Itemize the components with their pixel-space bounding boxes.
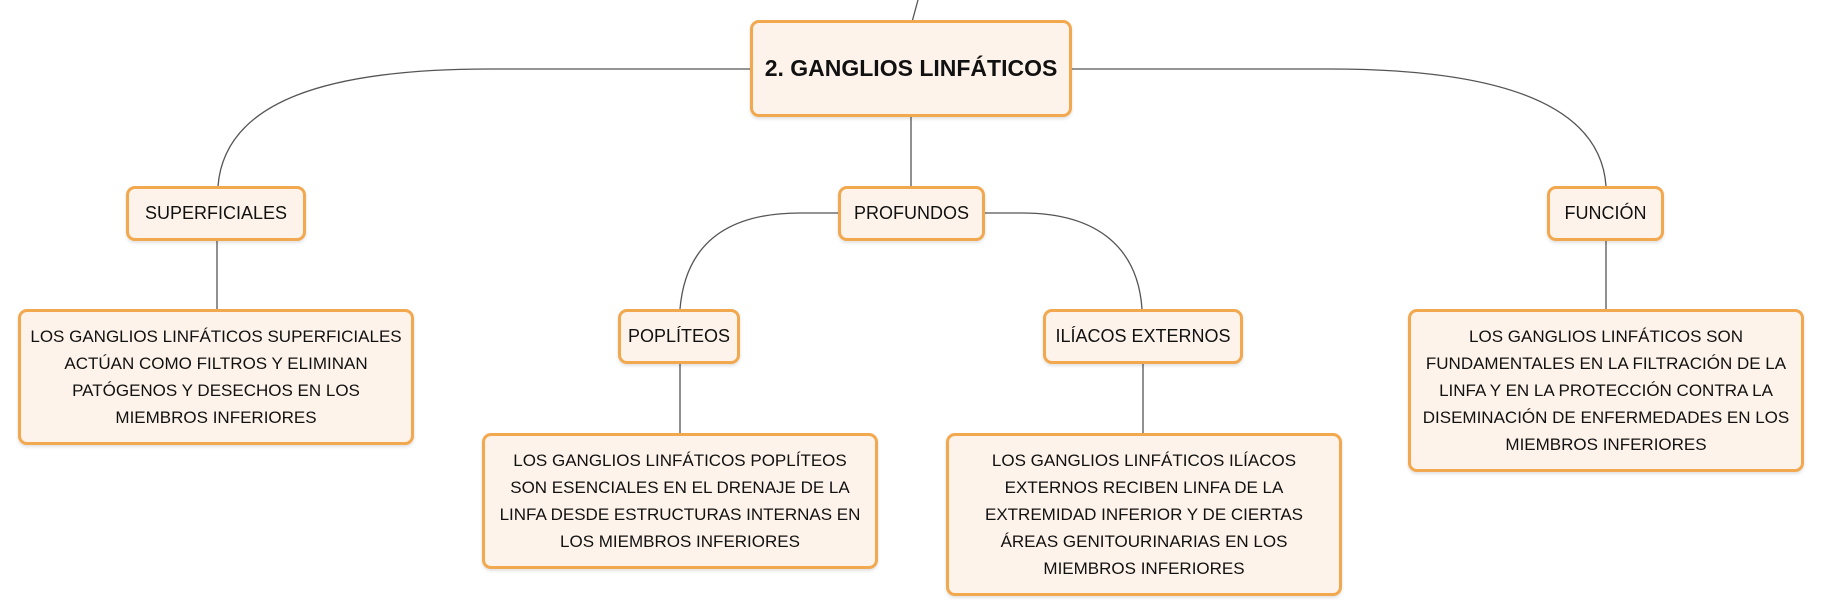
node-iliacos-externos-label: ILÍACOS EXTERNOS <box>1055 326 1231 346</box>
edge-parent-to-root <box>911 0 919 23</box>
node-funcion-description[interactable]: LOS GANGLIOS LINFÁTICOS SON FUNDAMENTALE… <box>1408 309 1804 472</box>
node-superficiales-label: SUPERFICIALES <box>144 203 288 223</box>
edge-root-to-funcion <box>1072 68 1607 187</box>
node-popliteos[interactable]: POPLÍTEOS <box>618 309 740 364</box>
popliteos-description-text: LOS GANGLIOS LINFÁTICOS POPLÍTEOS SON ES… <box>499 451 861 551</box>
node-popliteos-label: POPLÍTEOS <box>627 326 731 346</box>
node-profundos[interactable]: PROFUNDOS <box>838 186 985 241</box>
superficiales-description-text: LOS GANGLIOS LINFÁTICOS SUPERFICIALES AC… <box>30 327 402 427</box>
root-node-label: 2. GANGLIOS LINFÁTICOS <box>764 55 1058 81</box>
node-iliacos-description[interactable]: LOS GANGLIOS LINFÁTICOS ILÍACOS EXTERNOS… <box>946 433 1342 596</box>
node-funcion-label: FUNCIÓN <box>1564 203 1647 223</box>
node-funcion[interactable]: FUNCIÓN <box>1547 186 1664 241</box>
edge-profundos-to-popliteos <box>679 212 838 310</box>
iliacos-description-text: LOS GANGLIOS LINFÁTICOS ILÍACOS EXTERNOS… <box>984 451 1304 578</box>
node-profundos-label: PROFUNDOS <box>853 203 969 223</box>
root-node[interactable]: 2. GANGLIOS LINFÁTICOS <box>750 20 1072 117</box>
node-superficiales[interactable]: SUPERFICIALES <box>126 186 306 241</box>
node-iliacos-externos[interactable]: ILÍACOS EXTERNOS <box>1043 309 1243 364</box>
node-popliteos-description[interactable]: LOS GANGLIOS LINFÁTICOS POPLÍTEOS SON ES… <box>482 433 878 569</box>
edge-profundos-to-iliacos <box>984 212 1143 310</box>
node-superficiales-description[interactable]: LOS GANGLIOS LINFÁTICOS SUPERFICIALES AC… <box>18 309 414 445</box>
funcion-description-text: LOS GANGLIOS LINFÁTICOS SON FUNDAMENTALE… <box>1422 327 1790 454</box>
edge-root-to-superficiales <box>217 68 750 187</box>
